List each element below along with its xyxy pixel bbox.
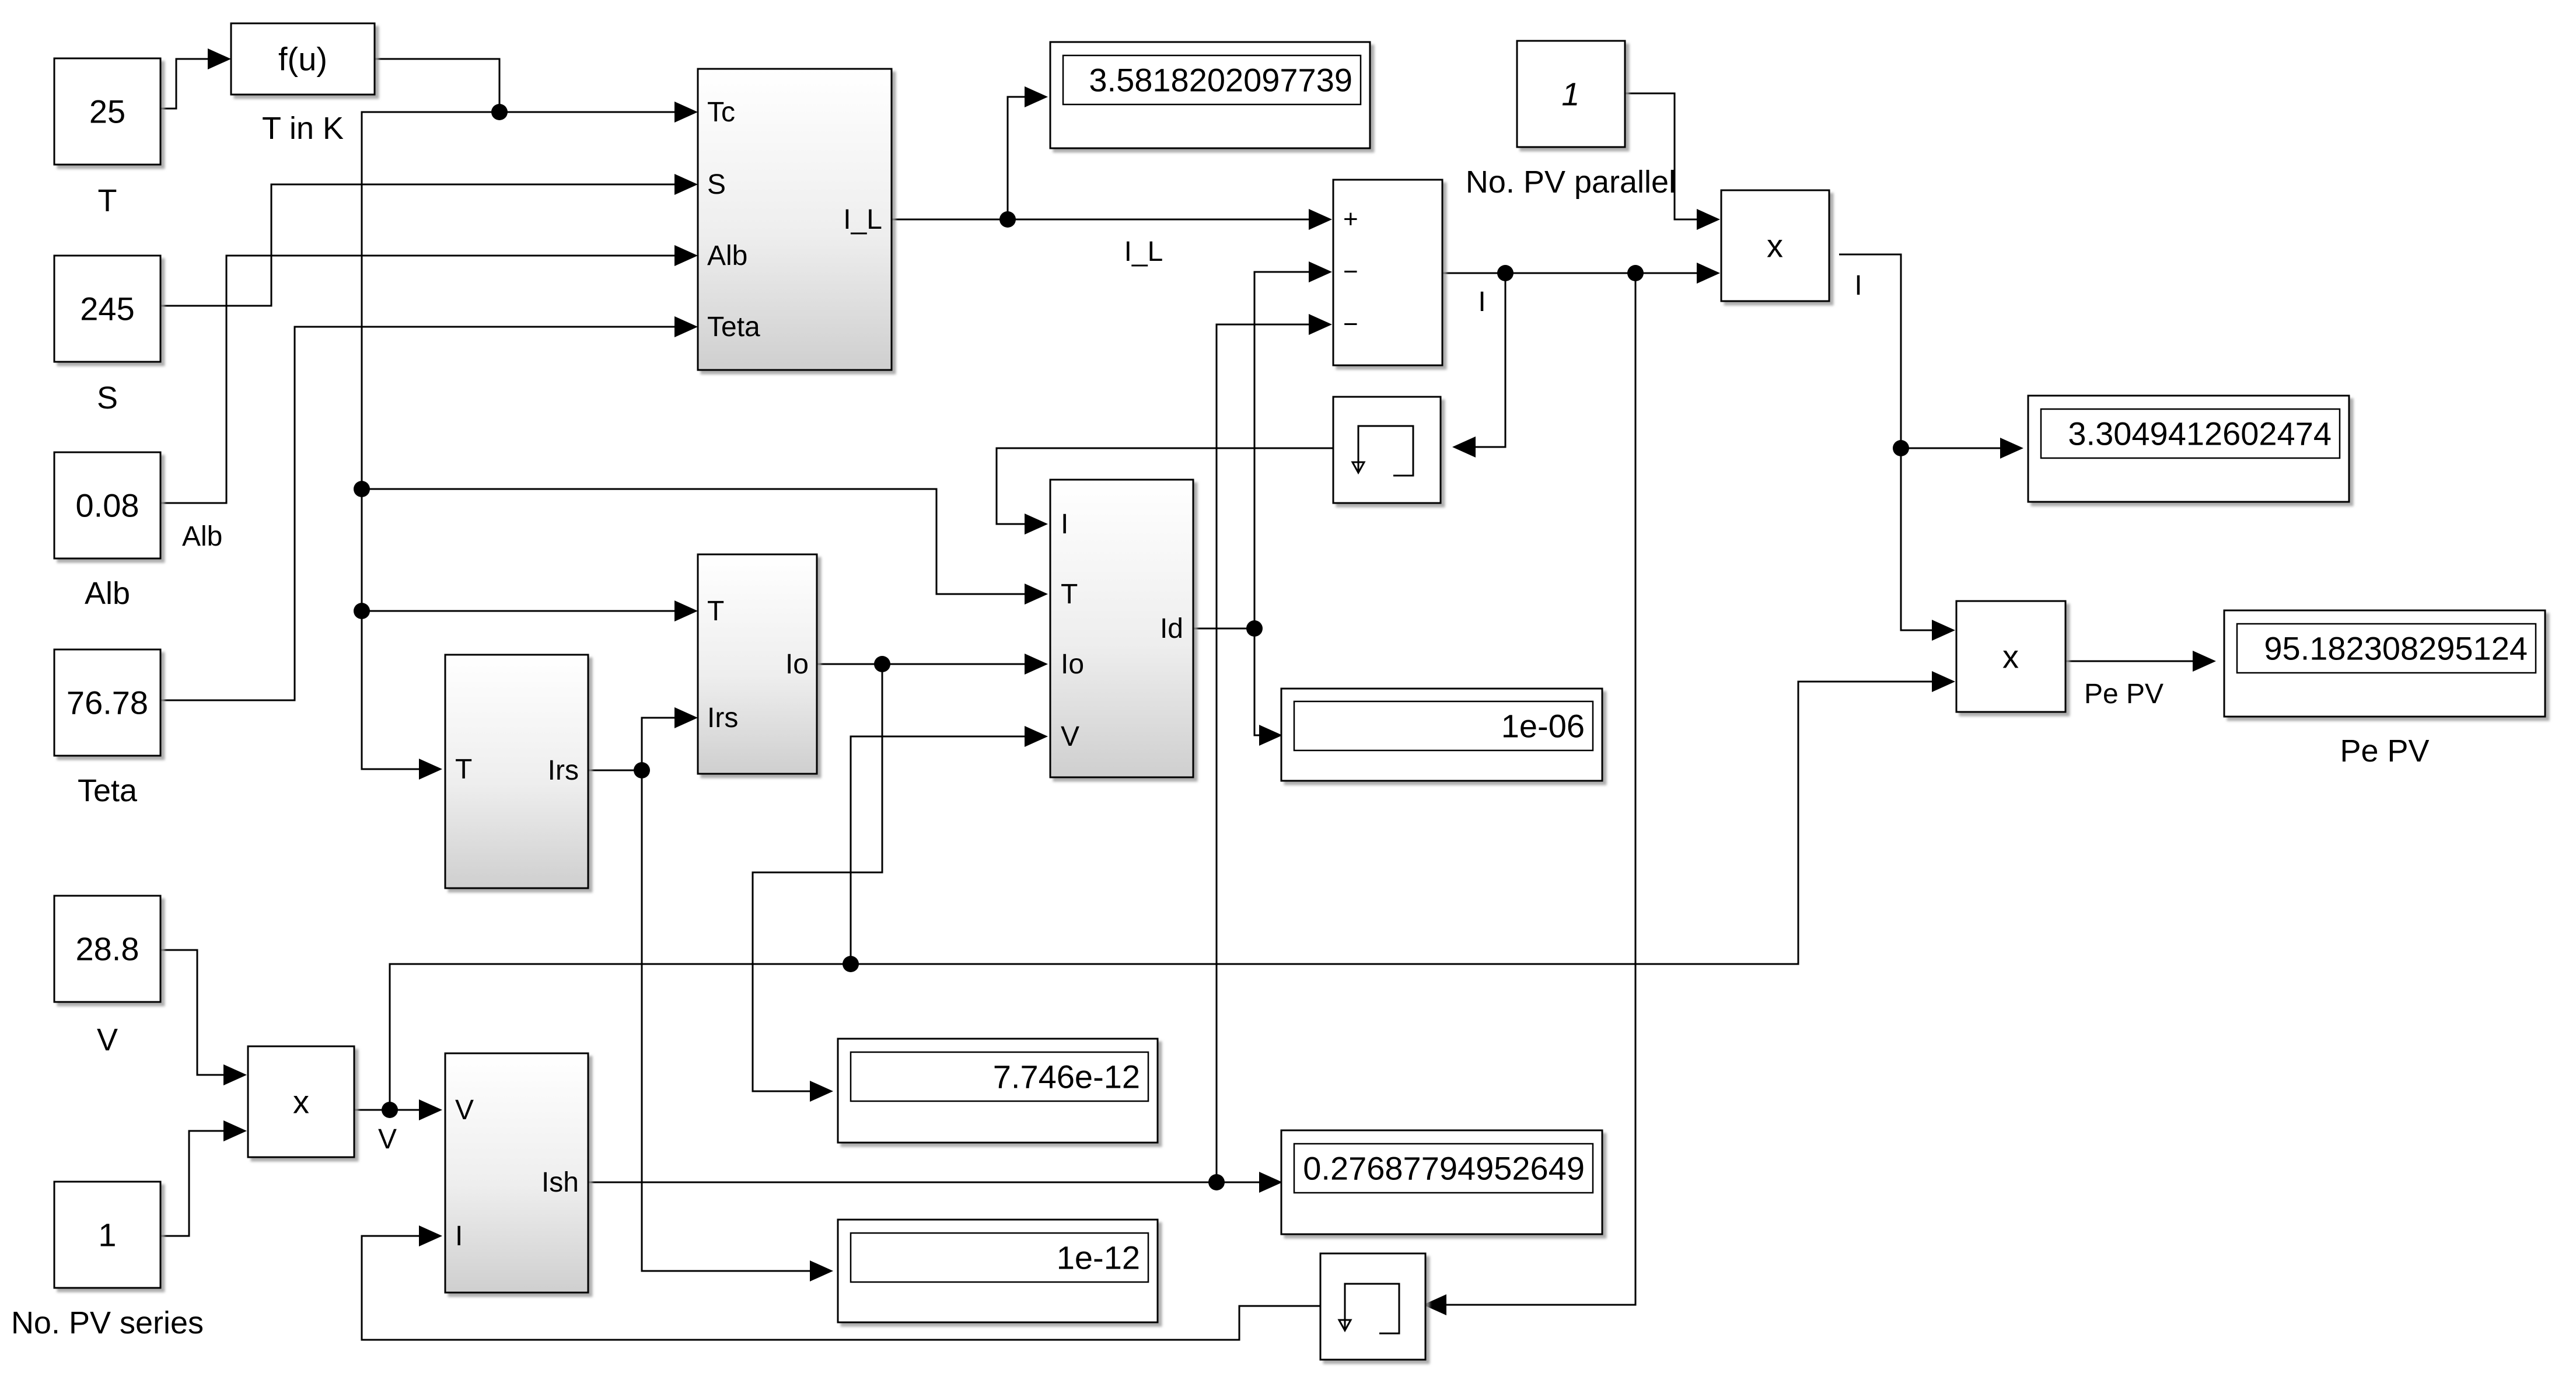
fcn-label: T in K <box>262 111 344 146</box>
id-input-io: Io <box>1061 649 1084 680</box>
display-id[interactable]: 1e-06 <box>1280 687 1603 782</box>
display-id-value: 1e-06 <box>1501 708 1585 745</box>
display-il-value: 3.5818202097739 <box>1089 62 1352 99</box>
id-subsystem[interactable]: I T Io V Id <box>1049 479 1194 778</box>
signal-label-i-out: I <box>1854 270 1862 301</box>
signal-label-i-sum: I <box>1478 287 1486 317</box>
il-input-tc: Tc <box>707 97 735 128</box>
display-pe-value: 95.182308295124 <box>2264 630 2528 667</box>
display-irs-value: 1e-12 <box>1057 1239 1140 1276</box>
memory-block-2[interactable] <box>1319 1252 1427 1361</box>
irs-output: Irs <box>548 755 579 786</box>
il-input-teta: Teta <box>707 312 760 343</box>
product-parallel-symbol: x <box>1767 228 1783 264</box>
ish-input-i: I <box>455 1221 463 1252</box>
constant-t-value: 25 <box>89 93 125 130</box>
io-output: Io <box>785 649 809 680</box>
id-output: Id <box>1160 613 1183 644</box>
id-input-i: I <box>1061 509 1068 540</box>
display-pe[interactable]: 95.182308295124 Pe PV <box>2223 609 2546 769</box>
ish-input-v: V <box>455 1095 474 1126</box>
display-ish-value: 0.27687794952649 <box>1303 1150 1585 1187</box>
display-ish[interactable]: 0.27687794952649 <box>1280 1129 1603 1235</box>
display-irs[interactable]: 1e-12 <box>837 1218 1159 1323</box>
ish-subsystem[interactable]: V I Ish <box>444 1052 589 1294</box>
il-input-alb: Alb <box>707 240 747 271</box>
ish-output: Ish <box>541 1167 579 1198</box>
display-pe-label: Pe PV <box>2340 734 2429 769</box>
memory-block-1[interactable] <box>1332 396 1442 504</box>
constant-v-value: 28.8 <box>76 931 139 968</box>
product-series-symbol: x <box>293 1084 309 1120</box>
constant-pv-parallel-value: 1 <box>1561 76 1579 113</box>
io-subsystem[interactable]: T Irs Io <box>697 553 818 775</box>
constant-teta-label: Teta <box>78 773 138 808</box>
signal-label-pe: Pe PV <box>2084 679 2163 710</box>
constant-pv-series-value: 1 <box>98 1217 116 1253</box>
il-output: I_L <box>843 204 882 235</box>
constant-alb[interactable]: 0.08 Alb Alb <box>53 451 222 611</box>
il-subsystem[interactable]: Tc S Alb Teta I_L <box>697 68 893 371</box>
constant-t-label: T <box>98 183 117 218</box>
display-io-value: 7.746e-12 <box>993 1059 1140 1095</box>
signal-label-il: I_L <box>1124 236 1163 267</box>
sum-sign-minus-2: − <box>1343 310 1358 338</box>
signal-label-v: V <box>378 1124 397 1155</box>
id-input-t: T <box>1061 579 1078 610</box>
constant-teta-value: 76.78 <box>67 684 148 721</box>
constant-alb-value: 0.08 <box>76 487 139 524</box>
display-i-value: 3.3049412602474 <box>2068 415 2332 452</box>
product-power-symbol: x <box>2002 638 2019 675</box>
constant-pv-parallel[interactable]: 1 No. PV parallel <box>1466 40 1676 200</box>
constant-t[interactable]: 25 T <box>53 57 162 218</box>
signal-label-alb: Alb <box>182 521 222 552</box>
arrowheads <box>208 48 2216 1315</box>
sum-sign-plus: + <box>1343 205 1358 233</box>
sum-block[interactable]: + − − <box>1332 179 1443 366</box>
product-parallel-block[interactable]: x <box>1720 189 1830 302</box>
il-input-s: S <box>707 169 726 200</box>
memory-icon <box>1357 425 1414 477</box>
io-input-irs: Irs <box>707 703 738 734</box>
id-input-v: V <box>1061 721 1079 752</box>
constant-v-label: V <box>97 1022 118 1057</box>
constant-s-label: S <box>97 380 118 415</box>
junction-dots <box>354 104 1909 1190</box>
io-input-t: T <box>707 596 724 627</box>
signal-lines <box>160 58 2194 1341</box>
fcn-expression: f(u) <box>278 41 327 78</box>
memory-icon <box>1344 1283 1400 1335</box>
constant-teta[interactable]: 76.78 Teta <box>53 648 162 808</box>
constant-s-value: 245 <box>80 291 134 327</box>
irs-input-t: T <box>455 754 472 785</box>
product-series-block[interactable]: x <box>247 1045 355 1158</box>
product-power-block[interactable]: x <box>1955 600 2067 713</box>
display-i[interactable]: 3.3049412602474 <box>2027 394 2350 503</box>
sum-sign-minus-1: − <box>1343 257 1358 286</box>
constant-s[interactable]: 245 S <box>53 254 162 415</box>
irs-subsystem[interactable]: T Irs <box>444 654 589 889</box>
constant-pv-series[interactable]: 1 No. PV series <box>11 1181 204 1340</box>
constant-pv-parallel-label: No. PV parallel <box>1466 165 1676 200</box>
constant-alb-label: Alb <box>85 576 130 611</box>
fcn-block[interactable]: f(u) T in K <box>230 22 376 146</box>
display-io[interactable]: 7.746e-12 <box>837 1038 1159 1144</box>
constant-v[interactable]: 28.8 V <box>53 895 162 1057</box>
constant-pv-series-label: No. PV series <box>11 1305 204 1340</box>
display-il[interactable]: 3.5818202097739 <box>1049 41 1371 149</box>
